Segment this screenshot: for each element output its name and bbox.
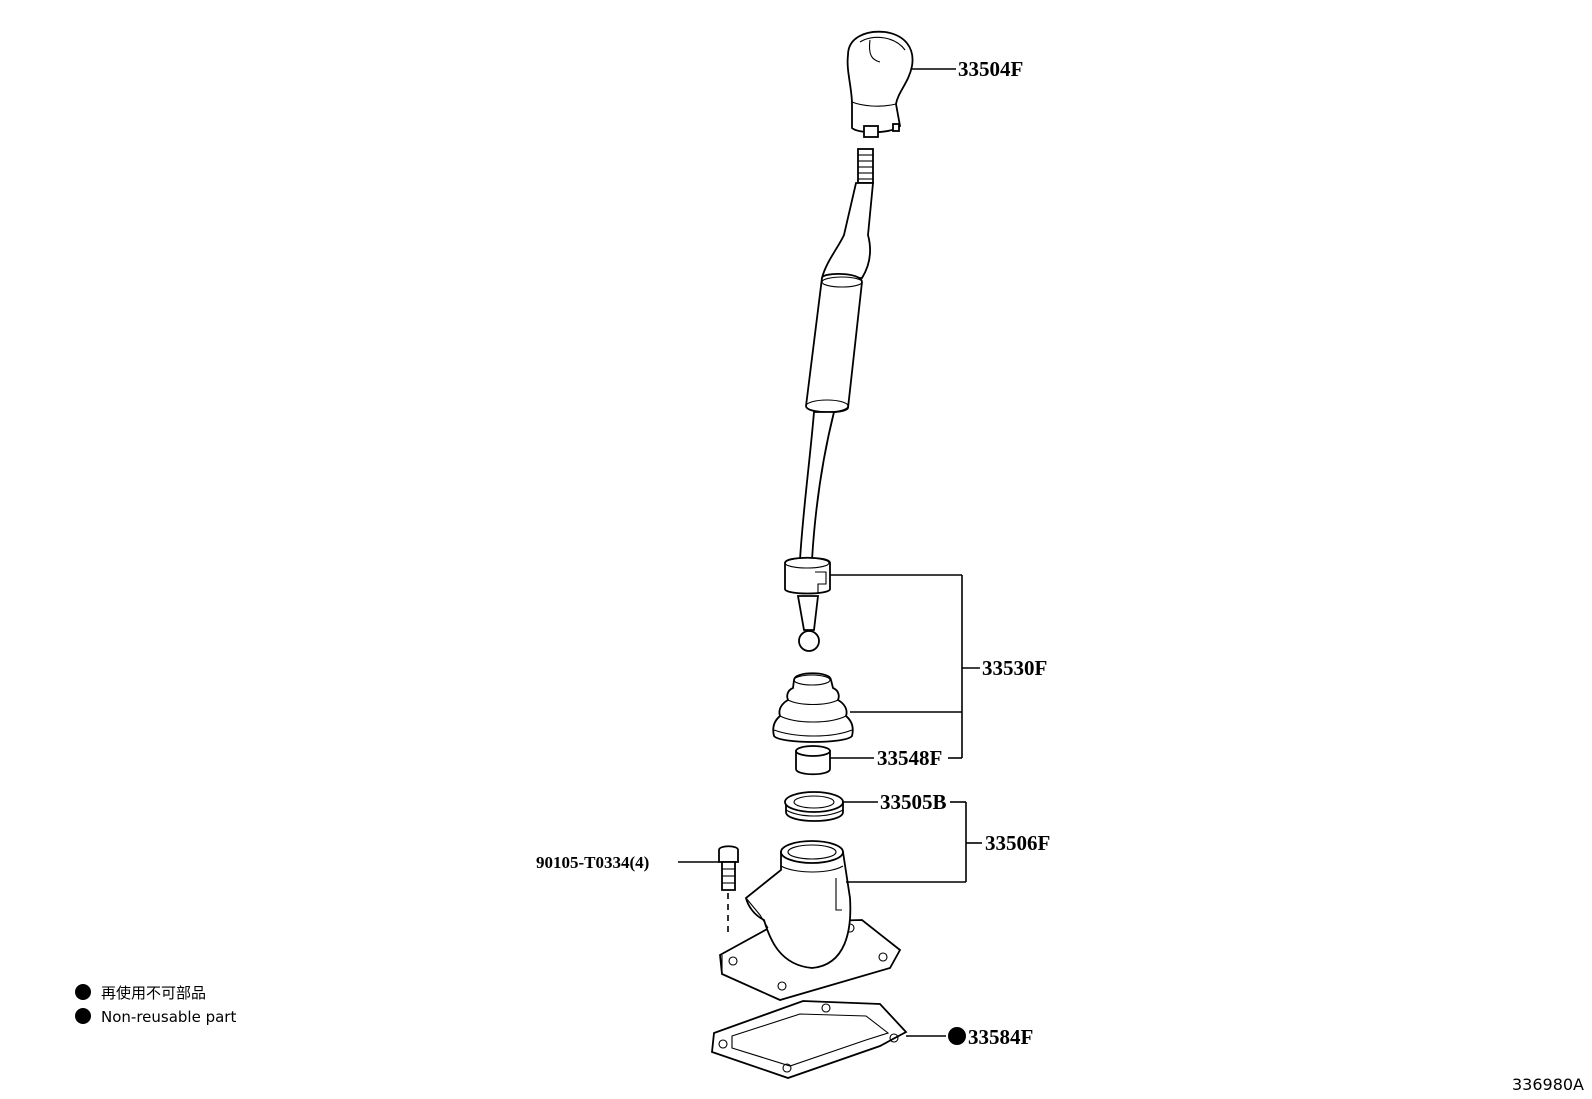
lever-seat [784,791,844,822]
label-knob: 33504F [958,57,1023,81]
figure-id: 336980A [1512,1075,1584,1094]
shift-boot [772,672,854,743]
legend-text-en: Non-reusable part [101,1008,236,1026]
bolt [718,845,739,934]
gasket [711,1000,908,1079]
shift-knob [846,30,914,138]
label-retainer: 33506F [985,831,1050,855]
legend: 再使用不可部品 Non-reusable part [75,984,236,1026]
label-bushing: 33548F [877,746,942,770]
bushing [795,745,831,776]
leader-lines [678,574,982,1037]
label-seat: 33505B [880,790,947,814]
label-gasket: 33584F [968,1025,1033,1049]
non-reusable-marker [948,1027,966,1045]
label-lever-assy: 33530F [982,656,1047,680]
label-bolt: 90105-T0334(4) [536,853,649,872]
lever-retainer [719,840,902,1001]
legend-bullet-en [75,1008,91,1024]
shift-lever [784,148,874,652]
legend-bullet-jp [75,984,91,1000]
legend-text-jp: 再使用不可部品 [101,984,206,1002]
